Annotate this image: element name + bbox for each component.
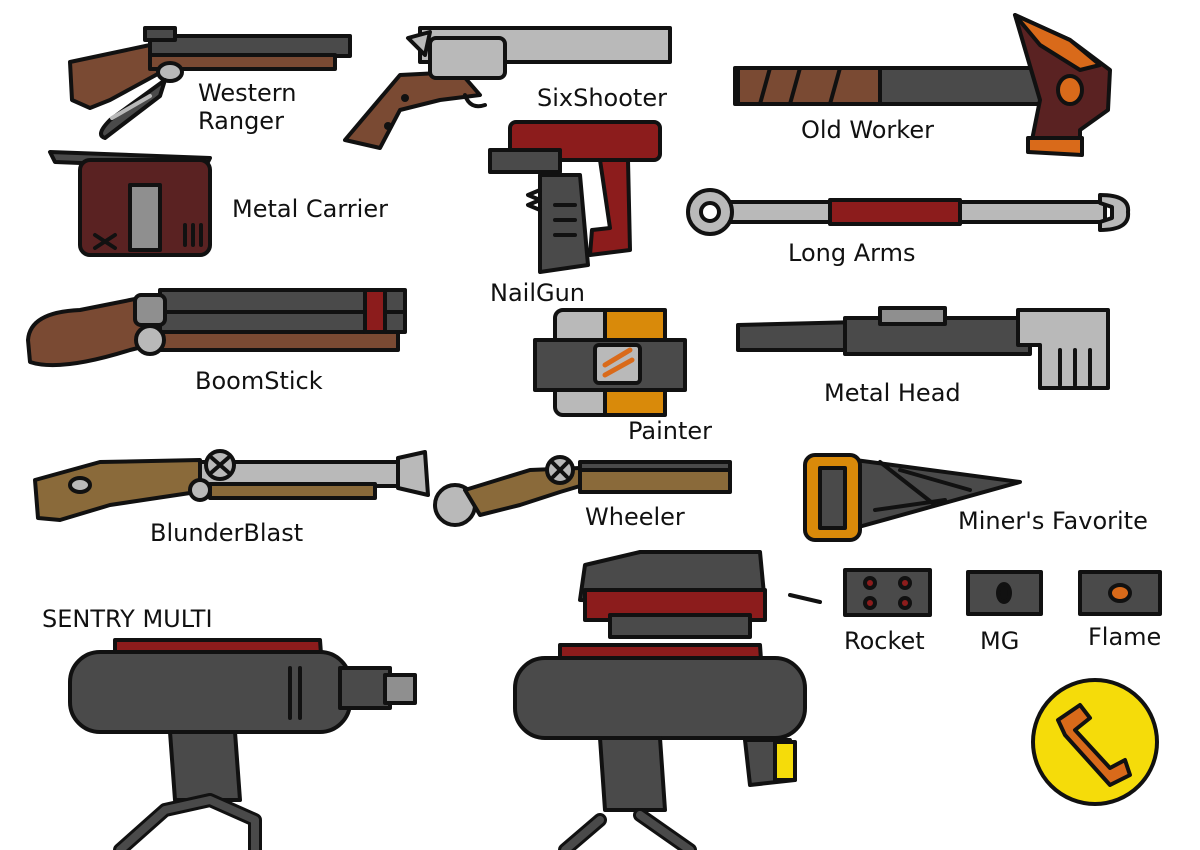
label-metal-head: Metal Head bbox=[824, 379, 961, 407]
blunderblast-icon bbox=[33, 449, 430, 522]
miners-favorite-icon bbox=[803, 453, 1022, 542]
label-flame: Flame bbox=[1088, 623, 1162, 651]
label-old-worker: Old Worker bbox=[801, 116, 934, 144]
nailgun-icon bbox=[488, 120, 662, 274]
painter-icon bbox=[533, 308, 687, 417]
metal-head-icon bbox=[736, 306, 1110, 390]
label-mg: MG bbox=[980, 627, 1020, 655]
label-miners-favorite: Miner's Favorite bbox=[958, 507, 1148, 535]
label-nailgun: NailGun bbox=[490, 279, 586, 307]
label-long-arms: Long Arms bbox=[788, 239, 916, 267]
western-ranger-icon bbox=[68, 26, 352, 140]
label-painter: Painter bbox=[628, 417, 713, 445]
mg-module-icon bbox=[966, 570, 1043, 616]
label-metal-carrier: Metal Carrier bbox=[232, 195, 388, 223]
wrench-emblem-icon bbox=[1031, 678, 1159, 806]
long-arms-icon bbox=[686, 188, 1131, 236]
rocket-module-icon bbox=[843, 568, 932, 617]
label-rocket: Rocket bbox=[844, 627, 925, 655]
label-western-ranger: Western Ranger bbox=[198, 79, 297, 135]
label-blunderblast: BlunderBlast bbox=[150, 519, 304, 547]
sentry-multi-icon bbox=[513, 550, 822, 850]
old-worker-icon bbox=[733, 13, 1112, 157]
label-boomstick: BoomStick bbox=[195, 367, 323, 395]
label-sixshooter: SixShooter bbox=[537, 84, 667, 112]
label-wheeler: Wheeler bbox=[585, 503, 685, 531]
flame-module-icon bbox=[1078, 570, 1162, 616]
label-sentry-multi: SENTRY MULTI bbox=[42, 605, 213, 633]
boomstick-icon bbox=[26, 288, 407, 368]
sixshooter-icon bbox=[343, 26, 672, 150]
metal-carrier-icon bbox=[48, 150, 212, 257]
wheeler-icon bbox=[433, 455, 732, 527]
sentry-icon bbox=[68, 638, 417, 850]
